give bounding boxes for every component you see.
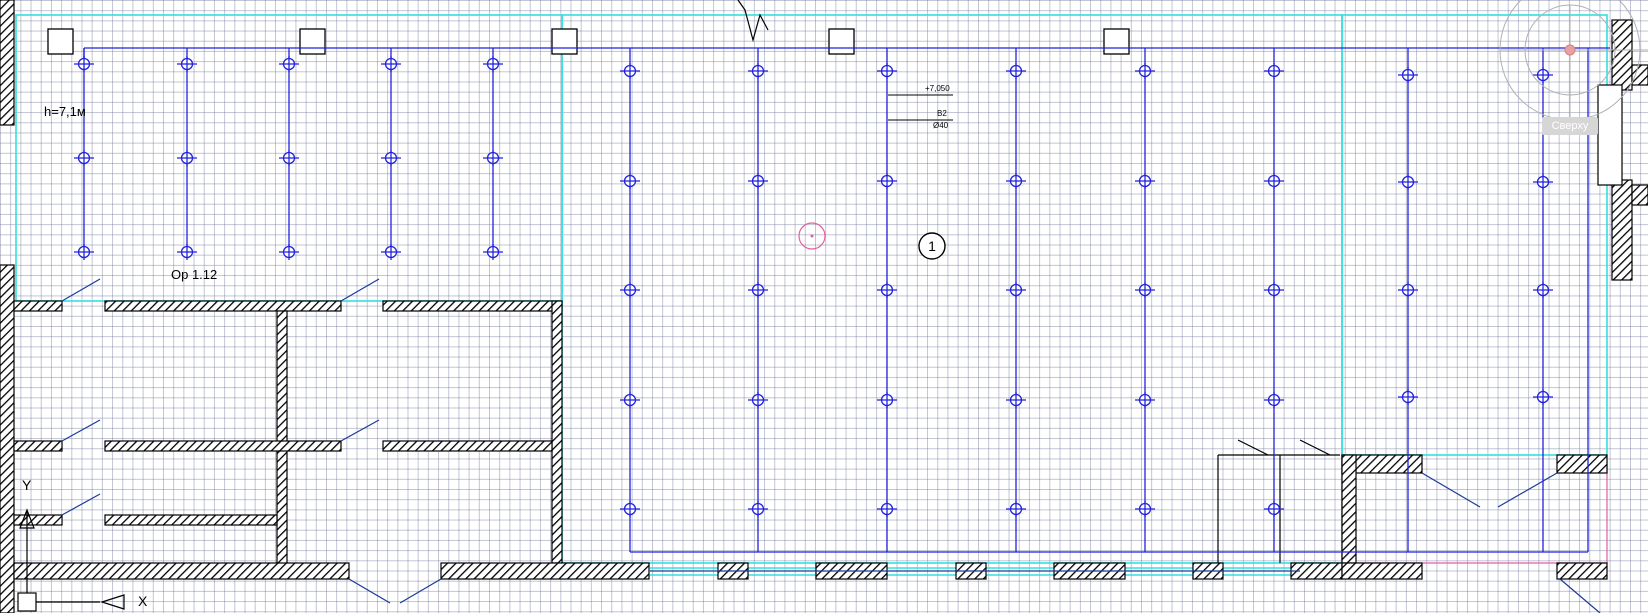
sprinkler-fixture[interactable] [1264, 501, 1284, 517]
sprinkler-fixture[interactable] [620, 501, 640, 517]
sprinkler-fixture[interactable] [748, 63, 768, 79]
sprinkler-fixture[interactable] [877, 173, 897, 189]
sprinkler-fixture[interactable] [620, 173, 640, 189]
columns[interactable] [47, 28, 1130, 55]
sprinkler-fixture[interactable] [1398, 282, 1418, 298]
sprinkler-fixture[interactable] [74, 150, 94, 166]
sprinkler-fixture[interactable] [483, 56, 503, 72]
room-outline-selected [1342, 460, 1608, 564]
sprinkler-fixture[interactable] [1533, 282, 1553, 298]
sprinkler-fixture[interactable] [748, 282, 768, 298]
sprinkler-fixture[interactable] [877, 282, 897, 298]
room-outlines [15, 14, 1608, 576]
sprinkler-fixture[interactable] [620, 392, 640, 408]
ucs-axes-icon [17, 508, 125, 612]
break-line-symbol [737, 0, 769, 43]
sprinkler-fixture[interactable] [1006, 392, 1026, 408]
sprinkler-fixture[interactable] [1264, 63, 1284, 79]
sprinkler-fixture[interactable] [1006, 173, 1026, 189]
sprinkler-fixture[interactable] [381, 56, 401, 72]
sprinkler-fixture[interactable] [1006, 63, 1026, 79]
sprinkler-fixture[interactable] [279, 56, 299, 72]
water-pipes[interactable] [74, 47, 1610, 553]
sprinkler-fixture[interactable] [381, 244, 401, 260]
sprinkler-fixture[interactable] [877, 501, 897, 517]
sprinkler-fixture[interactable] [1006, 282, 1026, 298]
sprinkler-fixture[interactable] [177, 150, 197, 166]
sprinkler-fixture[interactable] [279, 150, 299, 166]
sprinkler-fixture[interactable] [1006, 501, 1026, 517]
sprinkler-fixture[interactable] [1264, 173, 1284, 189]
pipe-diameter-label: Ø40 [933, 121, 949, 130]
sprinkler-fixture[interactable] [620, 282, 640, 298]
sprinkler-fixture[interactable] [748, 173, 768, 189]
height-label: h=7,1м [44, 104, 86, 119]
sprinkler-fixture[interactable] [1135, 63, 1155, 79]
sprinkler-fixture[interactable] [279, 244, 299, 260]
viewcube-view-label[interactable]: Сверху [1542, 117, 1598, 135]
sprinkler-fixture[interactable] [1135, 282, 1155, 298]
point-marker[interactable] [798, 222, 826, 250]
section-marker[interactable] [918, 232, 946, 260]
sprinkler-fixture[interactable] [1533, 389, 1553, 405]
doors [61, 278, 1601, 613]
sprinkler-fixture[interactable] [877, 392, 897, 408]
sprinkler-fixture[interactable] [1533, 67, 1553, 83]
sprinkler-fixture[interactable] [1135, 392, 1155, 408]
pipe-leader [888, 94, 953, 121]
sprinkler-fixture[interactable] [483, 150, 503, 166]
sprinkler-fixture[interactable] [1398, 389, 1418, 405]
sprinkler-fixture[interactable] [748, 501, 768, 517]
ucs-y-label: Y [22, 477, 32, 493]
sprinkler-fixture[interactable] [877, 63, 897, 79]
ucs-x-label: X [138, 593, 148, 609]
section-marker-number: 1 [928, 238, 936, 254]
sprinkler-fixture[interactable] [74, 56, 94, 72]
pipe-name-label: В2 [937, 109, 947, 118]
wall-details [650, 84, 1623, 572]
sprinkler-fixture[interactable] [1533, 174, 1553, 190]
sprinkler-fixture[interactable] [381, 150, 401, 166]
sprinkler-fixture[interactable] [1264, 282, 1284, 298]
sprinkler-fixture[interactable] [1264, 392, 1284, 408]
sprinkler-fixture[interactable] [1398, 174, 1418, 190]
sprinkler-fixture[interactable] [177, 244, 197, 260]
sprinkler-fixture[interactable] [1135, 501, 1155, 517]
sprinkler-fixture[interactable] [74, 244, 94, 260]
sprinkler-fixture[interactable] [1135, 173, 1155, 189]
sprinkler-fixture[interactable] [177, 56, 197, 72]
sprinkler-fixture[interactable] [748, 392, 768, 408]
room-label: Ор 1.12 [171, 267, 218, 282]
sprinkler-fixture[interactable] [483, 244, 503, 260]
sprinkler-fixture[interactable] [1398, 67, 1418, 83]
pipe-elevation-label: +7,050 [925, 84, 950, 93]
sprinkler-fixture[interactable] [620, 63, 640, 79]
